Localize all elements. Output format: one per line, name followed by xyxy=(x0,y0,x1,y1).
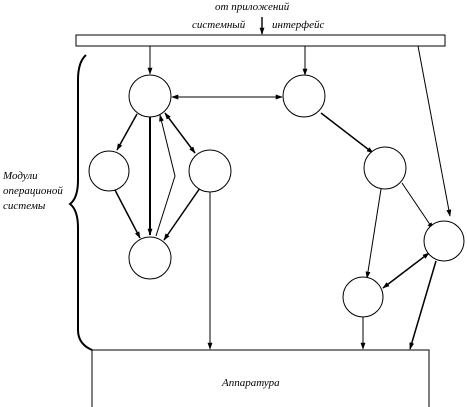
edge-interface-G xyxy=(417,45,452,217)
module-node xyxy=(128,74,172,118)
edge-G-H xyxy=(382,252,430,289)
modules-label-line1: Модули xyxy=(2,170,38,182)
hardware-label: Аппаратура xyxy=(221,377,280,389)
modules-label-line2: операционой xyxy=(3,185,63,197)
edge-B-D xyxy=(114,189,141,239)
connections xyxy=(114,45,452,350)
module-node xyxy=(342,276,384,318)
module-node xyxy=(282,74,326,118)
module-node xyxy=(88,150,130,192)
module-node xyxy=(188,149,232,193)
from-apps-label: от приложений xyxy=(215,1,290,13)
edge-E-F xyxy=(320,112,374,154)
modules xyxy=(88,74,465,318)
edge-F-G xyxy=(401,182,434,230)
module-node xyxy=(363,146,407,190)
sys-interface-left-label: системный xyxy=(192,19,246,31)
edge-G-hardware xyxy=(409,260,437,350)
edge-D-A-bent xyxy=(155,114,176,237)
module-node xyxy=(423,220,465,262)
system-interface-bar xyxy=(75,34,446,47)
modules-brace xyxy=(68,54,93,351)
edge-A-C xyxy=(164,112,196,154)
edge-F-H xyxy=(365,188,382,279)
sys-interface-right-label: интерфейс xyxy=(272,19,324,31)
edge-C-D xyxy=(163,187,201,241)
edge-A-B xyxy=(116,113,138,151)
module-node xyxy=(128,236,172,280)
hardware-box xyxy=(91,349,430,407)
modules-label-line3: системы xyxy=(3,200,46,212)
